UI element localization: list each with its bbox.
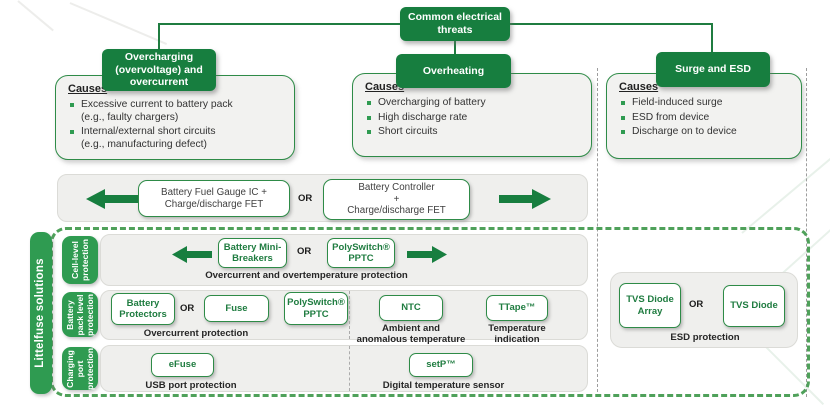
polyswitch-pptc-box: PolySwitch® PPTC — [284, 292, 348, 325]
causes-list: Field-induced surge ESD from device Disc… — [619, 97, 791, 139]
dashed-column-separator — [597, 68, 598, 397]
left-arrow-icon — [86, 189, 138, 214]
cause-item: Discharge on to device — [619, 126, 791, 139]
causes-heading: Causes — [365, 81, 405, 93]
or-label: OR — [180, 303, 195, 314]
or-label: OR — [298, 193, 313, 204]
right-arrow-icon — [407, 246, 447, 268]
threat-header-overheating: Overheating — [396, 54, 511, 88]
littelfuse-solutions-sidebar: Littelfuse solutions — [30, 232, 52, 394]
cell-level-label-bar: Cell-level protection — [62, 236, 98, 284]
cause-item: Short circuits — [365, 126, 581, 139]
fuse-box: Fuse — [204, 295, 269, 322]
row-dashed-divider — [349, 291, 350, 339]
charging-port-label-bar: Charging port protection — [62, 347, 98, 390]
tvs-diode-array-box: TVS Diode Array — [619, 283, 681, 328]
threat-header-surge-esd: Surge and ESD — [656, 52, 770, 87]
cause-item: Overcharging of battery — [365, 97, 581, 110]
row-dashed-divider — [349, 346, 350, 391]
cell-level-label: Cell-level protection — [69, 239, 90, 282]
pack-level-row: Battery Protectors OR Fuse PolySwitch® P… — [100, 290, 588, 345]
connector-line — [158, 23, 160, 49]
tvs-diode-box: TVS Diode — [723, 285, 785, 327]
ttape-caption: Temperature indication — [488, 323, 546, 346]
ntc-box: NTC — [379, 295, 443, 321]
right-arrow-icon — [499, 189, 551, 214]
ttape-box: TTape™ — [486, 295, 548, 321]
battery-mini-breakers-box: Battery Mini- Breakers — [218, 238, 287, 268]
ntc-caption: Ambient and anomalous temperature — [356, 323, 466, 346]
charging-port-label: Charging port protection — [64, 347, 96, 390]
background-diagonal-decoration — [741, 155, 830, 234]
esd-protection-group: TVS Diode Array OR TVS Diode ESD protect… — [610, 272, 798, 348]
sidebar-label: Littelfuse solutions — [34, 258, 47, 368]
battery-controller-box: Battery Controller + Charge/discharge FE… — [323, 179, 470, 220]
cell-row-caption: Overcurrent and overtemperature protecti… — [205, 270, 408, 281]
battery-fuel-gauge-box: Battery Fuel Gauge IC + Charge/discharge… — [138, 180, 290, 217]
causes-box-overcharging: Causes Excessive current to battery pack… — [55, 75, 295, 160]
cause-item: Internal/external short circuits (e.g., … — [68, 126, 284, 151]
causes-heading: Causes — [68, 83, 108, 95]
background-diagonal-decoration — [69, 2, 168, 45]
cell-level-row: Battery Mini- Breakers OR PolySwitch® PP… — [100, 234, 588, 286]
common-threats-box: Common electrical threats — [400, 7, 510, 41]
esd-caption: ESD protection — [670, 332, 740, 343]
connector-line — [509, 23, 713, 25]
cause-item: Excessive current to battery pack (e.g.,… — [68, 99, 284, 124]
system-protection-band: Battery Fuel Gauge IC + Charge/discharge… — [57, 174, 588, 222]
causes-list: Excessive current to battery pack (e.g.,… — [68, 99, 284, 151]
left-arrow-icon — [172, 246, 212, 268]
polyswitch-pptc-box: PolySwitch® PPTC — [327, 238, 395, 268]
connector-line — [711, 23, 713, 53]
background-diagonal-decoration — [17, 0, 54, 32]
efuse-box: eFuse — [151, 353, 214, 377]
digital-temp-caption: Digital temperature sensor — [382, 380, 505, 391]
causes-list: Overcharging of battery High discharge r… — [365, 97, 581, 139]
pack-level-label: Battery pack level protection — [64, 293, 96, 336]
setp-box: setP™ — [409, 353, 473, 377]
connector-line — [454, 40, 456, 57]
connector-line — [158, 23, 401, 25]
cause-item: ESD from device — [619, 112, 791, 125]
overcurrent-caption: Overcurrent protection — [143, 328, 249, 339]
causes-heading: Causes — [619, 81, 659, 93]
or-label: OR — [297, 246, 312, 257]
pack-level-label-bar: Battery pack level protection — [62, 292, 98, 337]
cause-item: High discharge rate — [365, 112, 581, 125]
cause-item: Field-induced surge — [619, 97, 791, 110]
battery-protectors-box: Battery Protectors — [111, 293, 175, 325]
charging-port-row: eFuse USB port protection setP™ Digital … — [100, 345, 588, 392]
threat-header-overcharging: Overcharging (overvoltage) and overcurre… — [102, 49, 216, 91]
usb-port-caption: USB port protection — [145, 380, 237, 391]
or-label: OR — [689, 299, 704, 310]
